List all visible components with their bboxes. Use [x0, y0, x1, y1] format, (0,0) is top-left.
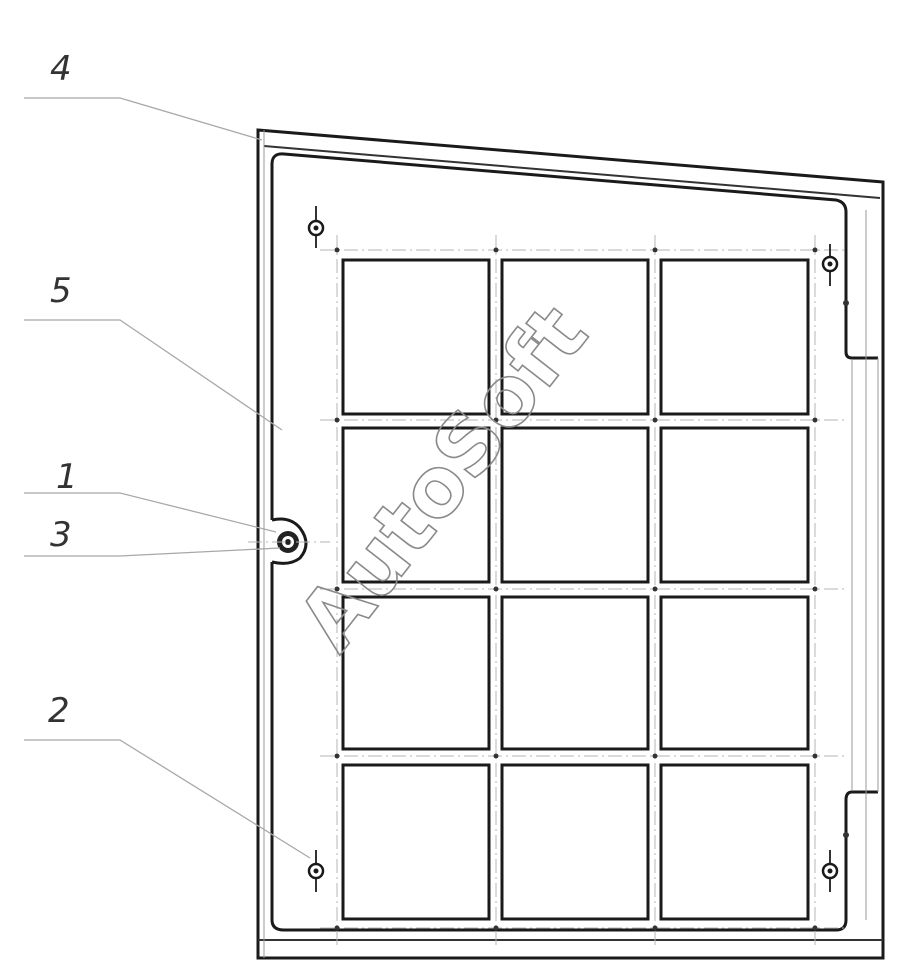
pane-r2-c1	[341, 426, 491, 584]
callout-label-2: 2	[48, 691, 70, 731]
pane-r1-c2	[500, 258, 650, 416]
callout-label-1: 1	[56, 457, 78, 497]
pane-grid	[341, 258, 810, 921]
panel-outer-frame	[256, 128, 885, 960]
pane-r2-c3	[659, 426, 810, 584]
stud-bottom-left-icon	[307, 850, 325, 892]
callout-4: 4	[24, 49, 263, 141]
stud-top-right-icon	[821, 244, 839, 286]
pane-r2-c2	[500, 426, 650, 584]
callout-5: 5	[24, 271, 283, 431]
pane-r1-c1	[341, 258, 491, 416]
pane-r4-c1	[341, 763, 491, 921]
stud-bottom-right-icon	[821, 850, 839, 892]
pane-r3-c3	[659, 595, 810, 751]
callout-label-4: 4	[50, 49, 72, 89]
pane-r3-c1	[341, 595, 491, 751]
callout-label-3: 3	[50, 515, 72, 555]
callout-3: 3	[24, 515, 281, 557]
callout-1: 1	[24, 457, 277, 533]
pane-r4-c2	[500, 763, 650, 921]
pane-r1-c3	[659, 258, 810, 416]
stud-top-left-icon	[307, 206, 325, 248]
callout-label-5: 5	[50, 271, 72, 311]
pane-r4-c3	[659, 763, 810, 921]
callout-2: 2	[24, 691, 311, 859]
pane-r3-c2	[500, 595, 650, 751]
grid-nodes	[334, 247, 849, 931]
lock-boss	[271, 517, 308, 565]
